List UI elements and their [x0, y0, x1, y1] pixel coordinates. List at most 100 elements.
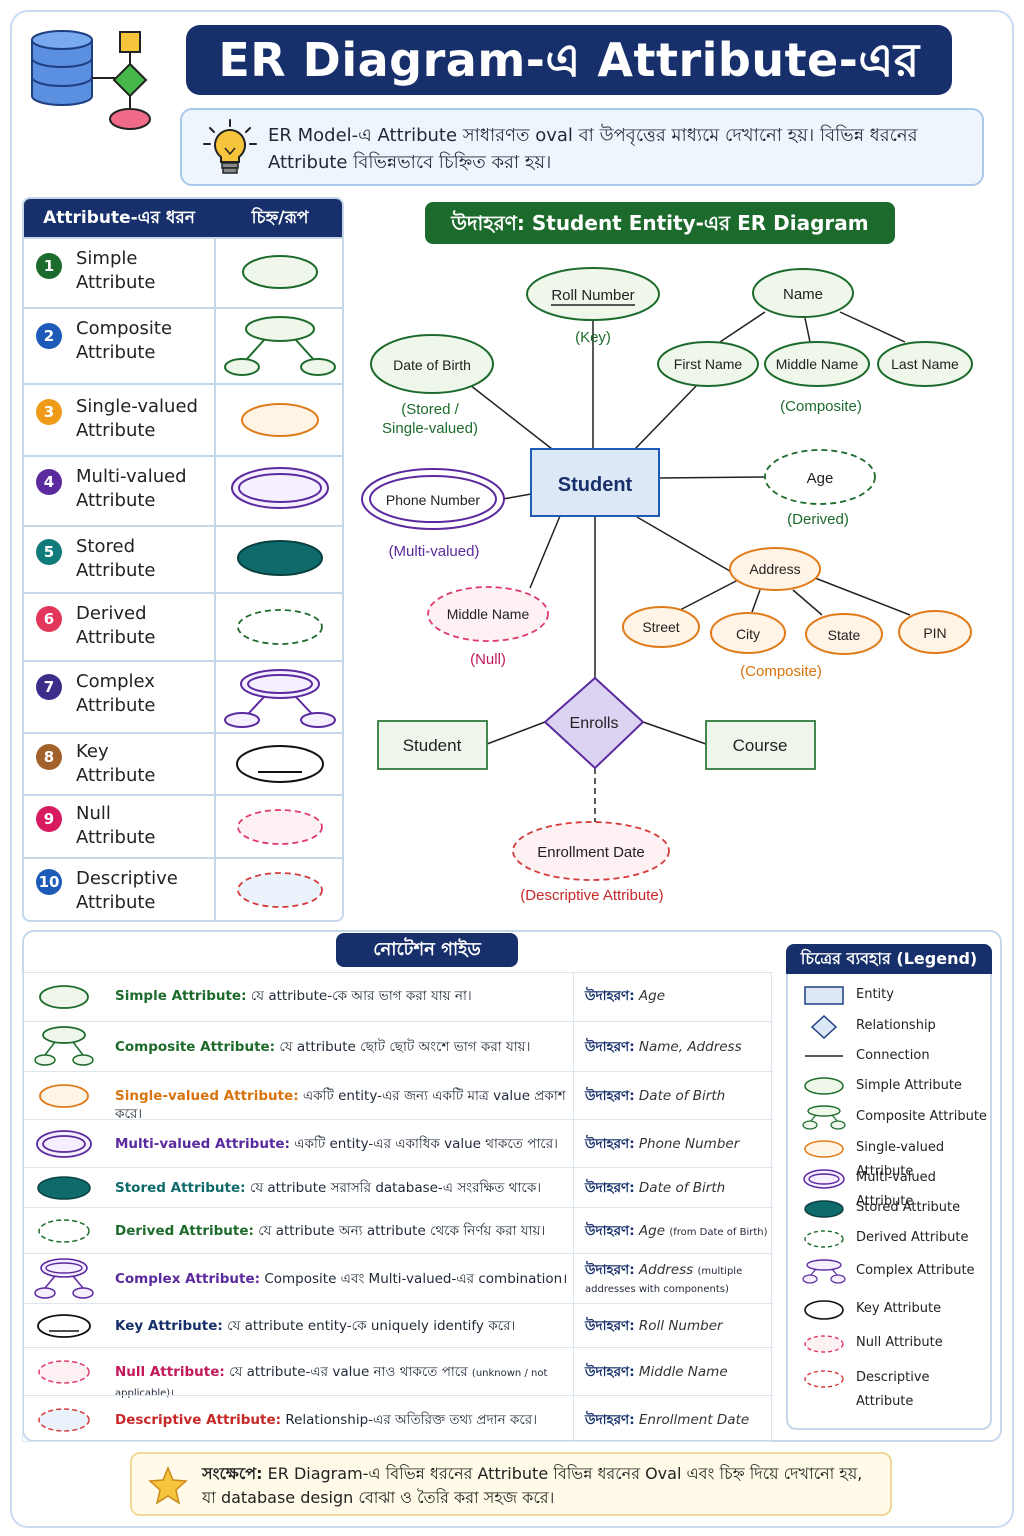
- multi-valued-attribute-icon: [803, 1169, 845, 1189]
- address-composite-note: (Composite): [740, 663, 822, 680]
- example-value: Middle Name: [638, 1364, 728, 1380]
- summary-line1: ER Diagram-এ বিভিন্ন ধরনের Attribute বিভ…: [267, 1464, 863, 1483]
- legend-title: চিত্রের ব্যবহার (Legend): [786, 944, 992, 974]
- example-value: Roll Number: [638, 1318, 723, 1334]
- null-attribute-icon: [804, 1335, 844, 1353]
- guide-row-key: Key Attribute: যে attribute entity-কে un…: [23, 1303, 773, 1347]
- legend-multi-valued: Multi-valued Attribute: [800, 1166, 990, 1209]
- connection-line-icon: [805, 1055, 843, 1057]
- composite-attribute-symbol-icon: [224, 316, 336, 376]
- legend-single-valued: Single-valued Attribute: [800, 1136, 990, 1179]
- row-number-badge: 3: [36, 399, 62, 425]
- guide-description: Composite Attribute: যে attribute ছোট ছো…: [115, 1038, 570, 1056]
- example-value: Enrollment Date: [638, 1412, 750, 1428]
- type-column-header: Attribute-এর ধরন: [43, 208, 195, 228]
- legend-label: Stored Attribute: [856, 1200, 961, 1215]
- er-diagram: Student Roll Number (Key) Name First Nam…: [361, 267, 973, 904]
- complex-attribute-icon: [34, 1258, 94, 1299]
- guide-example: উদাহরণ: Middle Name: [585, 1364, 773, 1380]
- guide-term: Descriptive Attribute:: [115, 1412, 282, 1428]
- row-number-badge: 2: [36, 323, 62, 349]
- complex-attribute-symbol-icon: [224, 669, 336, 728]
- middle-name-label: Middle Name: [776, 356, 859, 372]
- legend-label: Relationship: [856, 1018, 936, 1033]
- guide-row-derived: Derived Attribute: যে attribute অন্য att…: [23, 1207, 773, 1253]
- key-attribute-icon: [37, 1314, 91, 1338]
- page-frame: [10, 10, 1014, 1528]
- single-valued-attribute-icon: [39, 1084, 89, 1108]
- type-label-line2: Attribute: [76, 827, 156, 848]
- guide-desc-text: একটি entity-এর একাধিক value থাকতে পারে।: [294, 1136, 558, 1152]
- guide-term: Simple Attribute:: [115, 988, 247, 1004]
- guide-description: Null Attribute: যে attribute-এর value না…: [115, 1363, 570, 1403]
- legend-composite: Composite Attribute: [800, 1105, 990, 1131]
- guide-row-stored: Stored Attribute: যে attribute সরাসরি da…: [23, 1167, 773, 1207]
- single-valued-attribute-icon: [804, 1140, 844, 1158]
- descriptive-attribute-icon: [38, 1408, 90, 1432]
- enrolls-relationship: [543, 676, 645, 770]
- example-label: উদাহরণ:: [585, 1364, 635, 1380]
- example-label: উদাহরণ:: [585, 1223, 635, 1239]
- row-number-badge: 7: [36, 674, 62, 700]
- type-label-line2: Attribute: [76, 342, 156, 363]
- intro-line-1: ER Model-এ Attribute সাধারণত oval বা উপব…: [268, 125, 918, 146]
- phone-number-inner-oval: [369, 475, 497, 523]
- type-label-line1: Null: [76, 803, 111, 824]
- row-number-badge: 8: [36, 744, 62, 770]
- guide-example: উদাহরণ: Roll Number: [585, 1318, 773, 1334]
- guide-term: Complex Attribute:: [115, 1271, 261, 1287]
- derived-attribute-symbol-icon: [237, 609, 323, 645]
- legend-label: Derived Attribute: [856, 1230, 969, 1245]
- intro-text: ER Model-এ Attribute সাধারণত oval বা উপব…: [268, 122, 968, 176]
- guide-row-null: Null Attribute: যে attribute-এর value না…: [23, 1347, 773, 1399]
- state-attribute: [805, 613, 883, 655]
- null-note: (Null): [470, 651, 506, 668]
- legend-label: Multi-valued Attribute: [856, 1170, 936, 1209]
- legend-complex: Complex Attribute: [800, 1259, 990, 1285]
- example-value: Age: [638, 988, 666, 1004]
- summary-box: সংক্ষেপে: ER Diagram-এ বিভিন্ন ধরনের Att…: [130, 1452, 892, 1516]
- single-valued-attribute-symbol-icon: [241, 403, 319, 437]
- roll-number-attribute: [526, 267, 660, 321]
- notation-guide-banner: নোটেশন গাইড: [336, 933, 518, 967]
- row-number-badge: 6: [36, 606, 62, 632]
- example-label: উদাহরণ:: [585, 1136, 635, 1152]
- guide-term: Multi-valued Attribute:: [115, 1136, 290, 1152]
- legend-label: Composite Attribute: [856, 1109, 987, 1124]
- student-entity-label: Student: [558, 474, 633, 496]
- guide-description: Key Attribute: যে attribute entity-কে un…: [115, 1317, 570, 1335]
- legend-key: Key Attribute: [800, 1297, 990, 1323]
- legend-relationship: Relationship: [800, 1014, 990, 1040]
- pin-attribute: [898, 610, 972, 654]
- example-note: (from Date of Birth): [669, 1227, 768, 1238]
- student-relationship-label: Student: [403, 736, 462, 755]
- student-entity: [530, 448, 660, 517]
- address-label: Address: [749, 561, 800, 577]
- descriptive-attribute-icon: [804, 1370, 844, 1388]
- type-label-line1: Complex: [76, 671, 155, 692]
- intro-box: ER Model-এ Attribute সাধারণত oval বা উপব…: [180, 108, 984, 186]
- intro-line-2: Attribute বিভিন্নভাবে চিহ্নিত করা হয়।: [268, 152, 552, 173]
- name-attribute: [752, 268, 854, 318]
- first-name-label: First Name: [674, 356, 743, 372]
- guide-row-composite: Composite Attribute: যে attribute ছোট ছো…: [23, 1021, 773, 1071]
- type-label-line1: Derived: [76, 603, 147, 624]
- descriptive-note: (Descriptive Attribute): [520, 887, 663, 904]
- row-number-badge: 5: [36, 539, 62, 565]
- age-note: (Derived): [787, 511, 849, 528]
- guide-desc-text: যে attribute entity-কে uniquely identify…: [227, 1318, 516, 1334]
- column-divider: [214, 237, 216, 920]
- example-value: Age: [638, 1223, 666, 1239]
- last-name-label: Last Name: [891, 356, 959, 372]
- row-number-badge: 1: [36, 253, 62, 279]
- age-attribute: [764, 449, 876, 505]
- row-number-badge: 10: [36, 869, 62, 895]
